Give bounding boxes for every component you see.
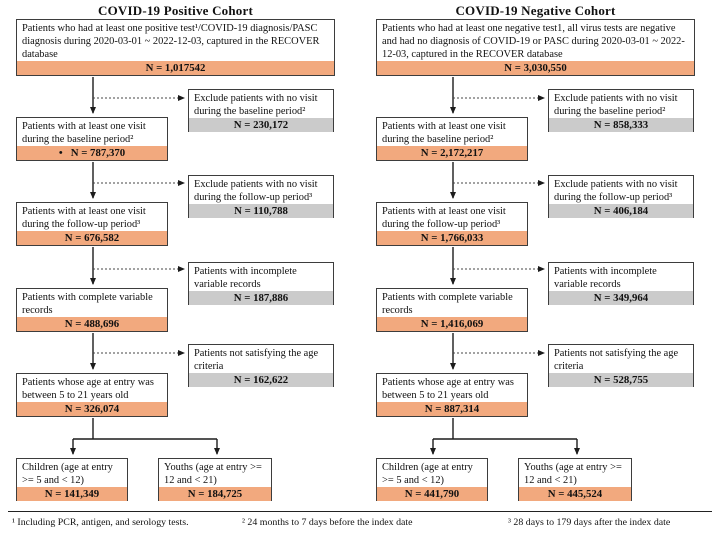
step-text: Patients who had at least one negative t… [382, 23, 685, 61]
step-text: Patients with at least one visit during … [382, 206, 506, 231]
step-text: Children (age at entry >= 5 and < 12) [22, 462, 113, 487]
step-text: Youths (age at entry >= 12 and < 21) [164, 462, 262, 487]
exclusion-count: N = 528,755 [549, 373, 693, 388]
step-count: N = 1,766,033 [377, 231, 527, 246]
step-text: Patients with at least one visit during … [22, 121, 146, 146]
step-text: Children (age at entry >= 5 and < 12) [382, 462, 473, 487]
cohort-positive: COVID-19 Positive Cohort Patients who ha… [16, 3, 335, 502]
step-box-baseline-visit: Patients with at least one visit during … [16, 117, 168, 161]
step-box-complete-records: Patients with complete variable records … [16, 288, 168, 332]
exclusion-text: Exclude patients with no visit during th… [554, 93, 678, 118]
footnote-3: ³ 28 days to 179 days after the index da… [508, 517, 671, 528]
step-count: N = 326,074 [17, 402, 167, 417]
exclusion-box-no-baseline-visit: Exclude patients with no visit during th… [548, 89, 694, 133]
exclusion-count: N = 110,788 [189, 204, 333, 219]
step-count: N = 445,524 [519, 487, 631, 502]
step-count: N = 887,314 [377, 402, 527, 417]
step-box-source-population: Patients who had at least one positive t… [16, 19, 335, 76]
cohort-negative: COVID-19 Negative Cohort Patients who ha… [360, 0, 720, 540]
step-text: Patients whose age at entry was between … [382, 377, 514, 402]
step-box-source-population: Patients who had at least one negative t… [376, 19, 695, 76]
step-text: Patients whose age at entry was between … [22, 377, 154, 402]
step-box-age-5-21: Patients whose age at entry was between … [376, 373, 528, 417]
cohort-negative-title: COVID-19 Negative Cohort [455, 3, 616, 18]
exclusion-text: Patients with incomplete variable record… [194, 266, 297, 291]
exclusion-text: Exclude patients with no visit during th… [194, 179, 318, 204]
step-count: N = 441,790 [377, 487, 487, 502]
step-box-followup-visit: Patients with at least one visit during … [16, 202, 168, 246]
step-count: N = 1,017542 [17, 61, 334, 76]
exclusion-count: N = 187,886 [189, 291, 333, 306]
exclusion-text: Exclude patients with no visit during th… [554, 179, 678, 204]
step-box-age-5-21: Patients whose age at entry was between … [16, 373, 168, 417]
step-text: Patients with at least one visit during … [382, 121, 506, 146]
step-text: Patients with complete variable records [22, 292, 153, 317]
step-count: N = 488,696 [17, 317, 167, 332]
step-box-children: Children (age at entry >= 5 and < 12) N … [376, 458, 488, 502]
exclusion-box-no-followup-visit: Exclude patients with no visit during th… [188, 175, 334, 219]
step-count: N = 1,416,069 [377, 317, 527, 332]
step-count: N = 2,172,217 [377, 146, 527, 161]
exclusion-box-incomplete-records: Patients with incomplete variable record… [188, 262, 334, 306]
footnote-1: ¹ Including PCR, antigen, and serology t… [12, 517, 189, 528]
step-box-youths: Youths (age at entry >= 12 and < 21) N =… [518, 458, 632, 502]
step-box-followup-visit: Patients with at least one visit during … [376, 202, 528, 246]
exclusion-box-age-criteria: Patients not satisfying the age criteria… [188, 344, 334, 388]
step-count: N = 676,582 [17, 231, 167, 246]
exclusion-box-incomplete-records: Patients with incomplete variable record… [548, 262, 694, 306]
step-count: • N = 787,370 [17, 146, 167, 161]
exclusion-count: N = 162,622 [189, 373, 333, 388]
step-text: Patients who had at least one positive t… [22, 23, 320, 61]
step-count: N = 141,349 [17, 487, 127, 502]
step-count: N = 184,725 [159, 487, 271, 502]
exclusion-count: N = 230,172 [189, 118, 333, 133]
step-box-children: Children (age at entry >= 5 and < 12) N … [16, 458, 128, 502]
exclusion-count: N = 406,184 [549, 204, 693, 219]
step-text: Patients with at least one visit during … [22, 206, 146, 231]
step-text: Youths (age at entry >= 12 and < 21) [524, 462, 622, 487]
step-box-youths: Youths (age at entry >= 12 and < 21) N =… [158, 458, 272, 502]
exclusion-box-no-followup-visit: Exclude patients with no visit during th… [548, 175, 694, 219]
step-box-complete-records: Patients with complete variable records … [376, 288, 528, 332]
footnote-divider [8, 511, 712, 512]
step-text: Patients with complete variable records [382, 292, 513, 317]
exclusion-count: N = 858,333 [549, 118, 693, 133]
exclusion-box-no-baseline-visit: Exclude patients with no visit during th… [188, 89, 334, 133]
exclusion-box-age-criteria: Patients not satisfying the age criteria… [548, 344, 694, 388]
exclusion-text: Exclude patients with no visit during th… [194, 93, 318, 118]
cohort-positive-title: COVID-19 Positive Cohort [97, 3, 253, 18]
footnote-2: ² 24 months to 7 days before the index d… [242, 517, 413, 528]
exclusion-text: Patients not satisfying the age criteria [194, 348, 319, 373]
exclusion-count: N = 349,964 [549, 291, 693, 306]
step-box-baseline-visit: Patients with at least one visit during … [376, 117, 528, 161]
step-count: N = 3,030,550 [377, 61, 694, 76]
exclusion-text: Patients not satisfying the age criteria [554, 348, 679, 373]
exclusion-text: Patients with incomplete variable record… [554, 266, 657, 291]
